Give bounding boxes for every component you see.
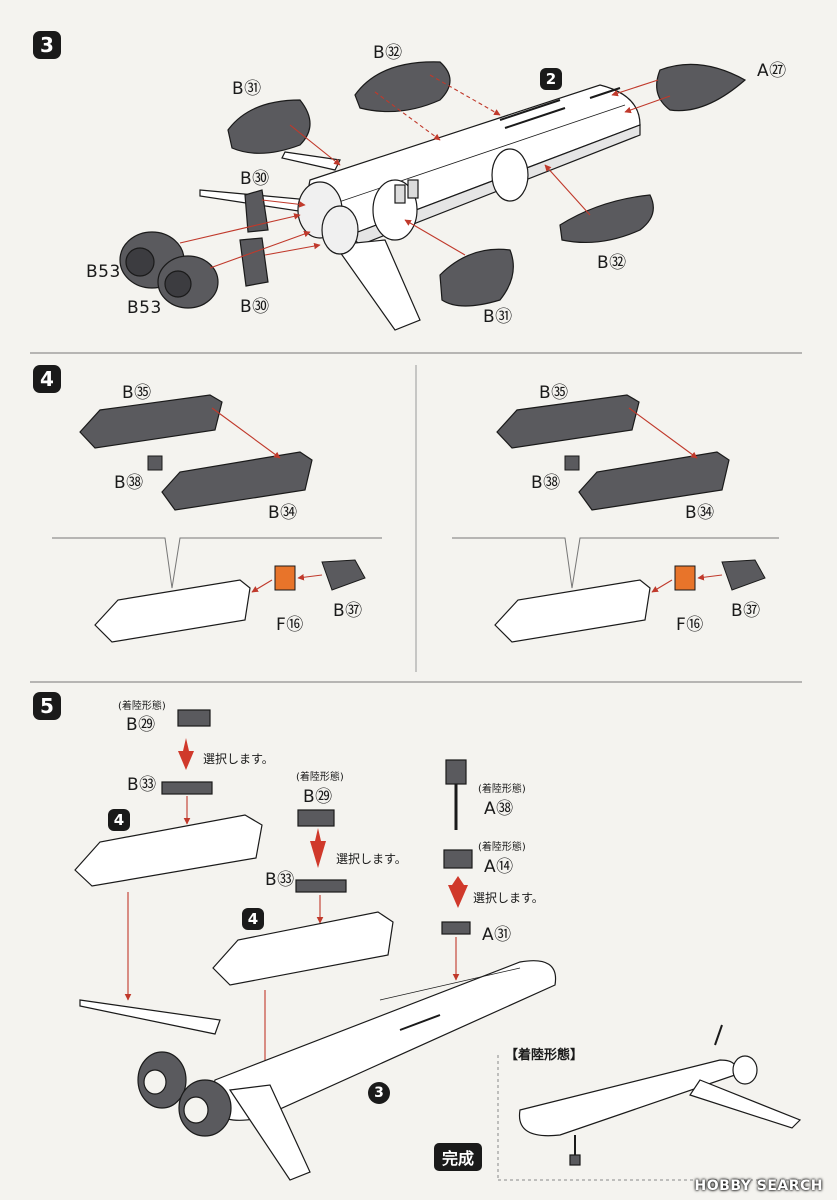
mode-note-g2: (着陸形態) [296, 772, 344, 783]
ref-step-4-badge-g2: 4 [242, 908, 264, 930]
part-a31 [441, 921, 471, 935]
step4-right-art [452, 394, 779, 643]
landing-preview-body [518, 1059, 737, 1137]
label-b37-left: B㊲ [333, 601, 363, 621]
part-b31-bot [439, 248, 514, 307]
part-b38-left [147, 455, 163, 471]
part-b31-top [227, 99, 311, 154]
step4-left-art [52, 394, 382, 643]
part-b37-left [321, 559, 366, 591]
label-b53-b: B53 [127, 298, 162, 318]
label-b38-left: B㊳ [114, 473, 144, 493]
nacelle-g2 [212, 911, 394, 986]
step3-parts [119, 61, 747, 309]
label-b32-bot: B㉜ [597, 253, 627, 273]
label-b34-left: B㉞ [268, 503, 298, 523]
mode-note-a14: (着陸形態) [478, 842, 526, 853]
part-a14 [443, 849, 473, 869]
select-note-g2: 選択します。 [336, 852, 407, 866]
label-b33-g1: B㉝ [127, 775, 157, 795]
label-b53-a: B53 [86, 262, 121, 282]
part-b30-bot [239, 237, 269, 287]
label-b29-g1: B㉙ [126, 715, 156, 735]
label-b30-top: B㉚ [240, 169, 270, 189]
step-3-badge: 3 [33, 31, 61, 59]
label-b31-bot: B㉛ [483, 307, 513, 327]
label-b35-left: B㉟ [122, 383, 152, 403]
mode-note-a38: (着陸形態) [478, 784, 526, 795]
select-note-g1: 選択します。 [203, 752, 274, 766]
label-f16-left: F⑯ [276, 615, 304, 635]
step3-arrows [179, 74, 671, 269]
label-b38-right: B㊳ [531, 473, 561, 493]
watermark: HOBBY SEARCH [694, 1178, 823, 1194]
label-a31: A㉛ [482, 925, 512, 945]
part-a38 [445, 759, 467, 785]
part-b29-g1 [177, 709, 211, 727]
label-a14: A⑭ [484, 857, 514, 877]
part-b29-g2 [297, 809, 335, 827]
step-4-badge: 4 [33, 365, 61, 393]
label-b37-right: B㊲ [731, 601, 761, 621]
label-b35-right: B㉟ [539, 383, 569, 403]
part-b33-g1 [161, 781, 213, 795]
part-f16-left [274, 565, 296, 591]
label-b30-bot: B㉚ [240, 297, 270, 317]
part-b32-bot [559, 194, 654, 244]
label-a27: A㉗ [757, 61, 787, 81]
label-f16-right: F⑯ [676, 615, 704, 635]
step3-fuselage [199, 84, 641, 331]
part-a27 [656, 63, 747, 112]
label-b32-top: B㉜ [373, 43, 403, 63]
mode-note-g1: (着陸形態) [118, 701, 166, 712]
landing-mode-title: 【着陸形態】 [505, 1048, 584, 1063]
assembled-nacelle-left [94, 579, 251, 643]
ref-step-4-badge-g1: 4 [108, 809, 130, 831]
finish-badge: 完成 [434, 1143, 483, 1171]
main-lower-wing [228, 1084, 311, 1181]
ref-step-3-badge: 3 [368, 1082, 390, 1104]
part-b32-top [354, 61, 451, 113]
part-b33-g2 [295, 879, 347, 893]
label-b31-top: B㉛ [232, 79, 262, 99]
ref-step-2-badge: 2 [540, 68, 562, 90]
main-wing [79, 999, 221, 1035]
label-a38: A㊳ [484, 799, 514, 819]
part-b35-left [79, 394, 223, 449]
nacelle-g1 [74, 814, 263, 887]
label-b33-g2: B㉝ [265, 870, 295, 890]
label-b29-g2: B㉙ [303, 787, 333, 807]
select-note-g3: 選択します。 [473, 891, 544, 905]
part-b34-left [161, 451, 313, 511]
label-b34-right: B㉞ [685, 503, 715, 523]
step5-art [74, 709, 805, 1181]
step-5-badge: 5 [33, 692, 61, 720]
